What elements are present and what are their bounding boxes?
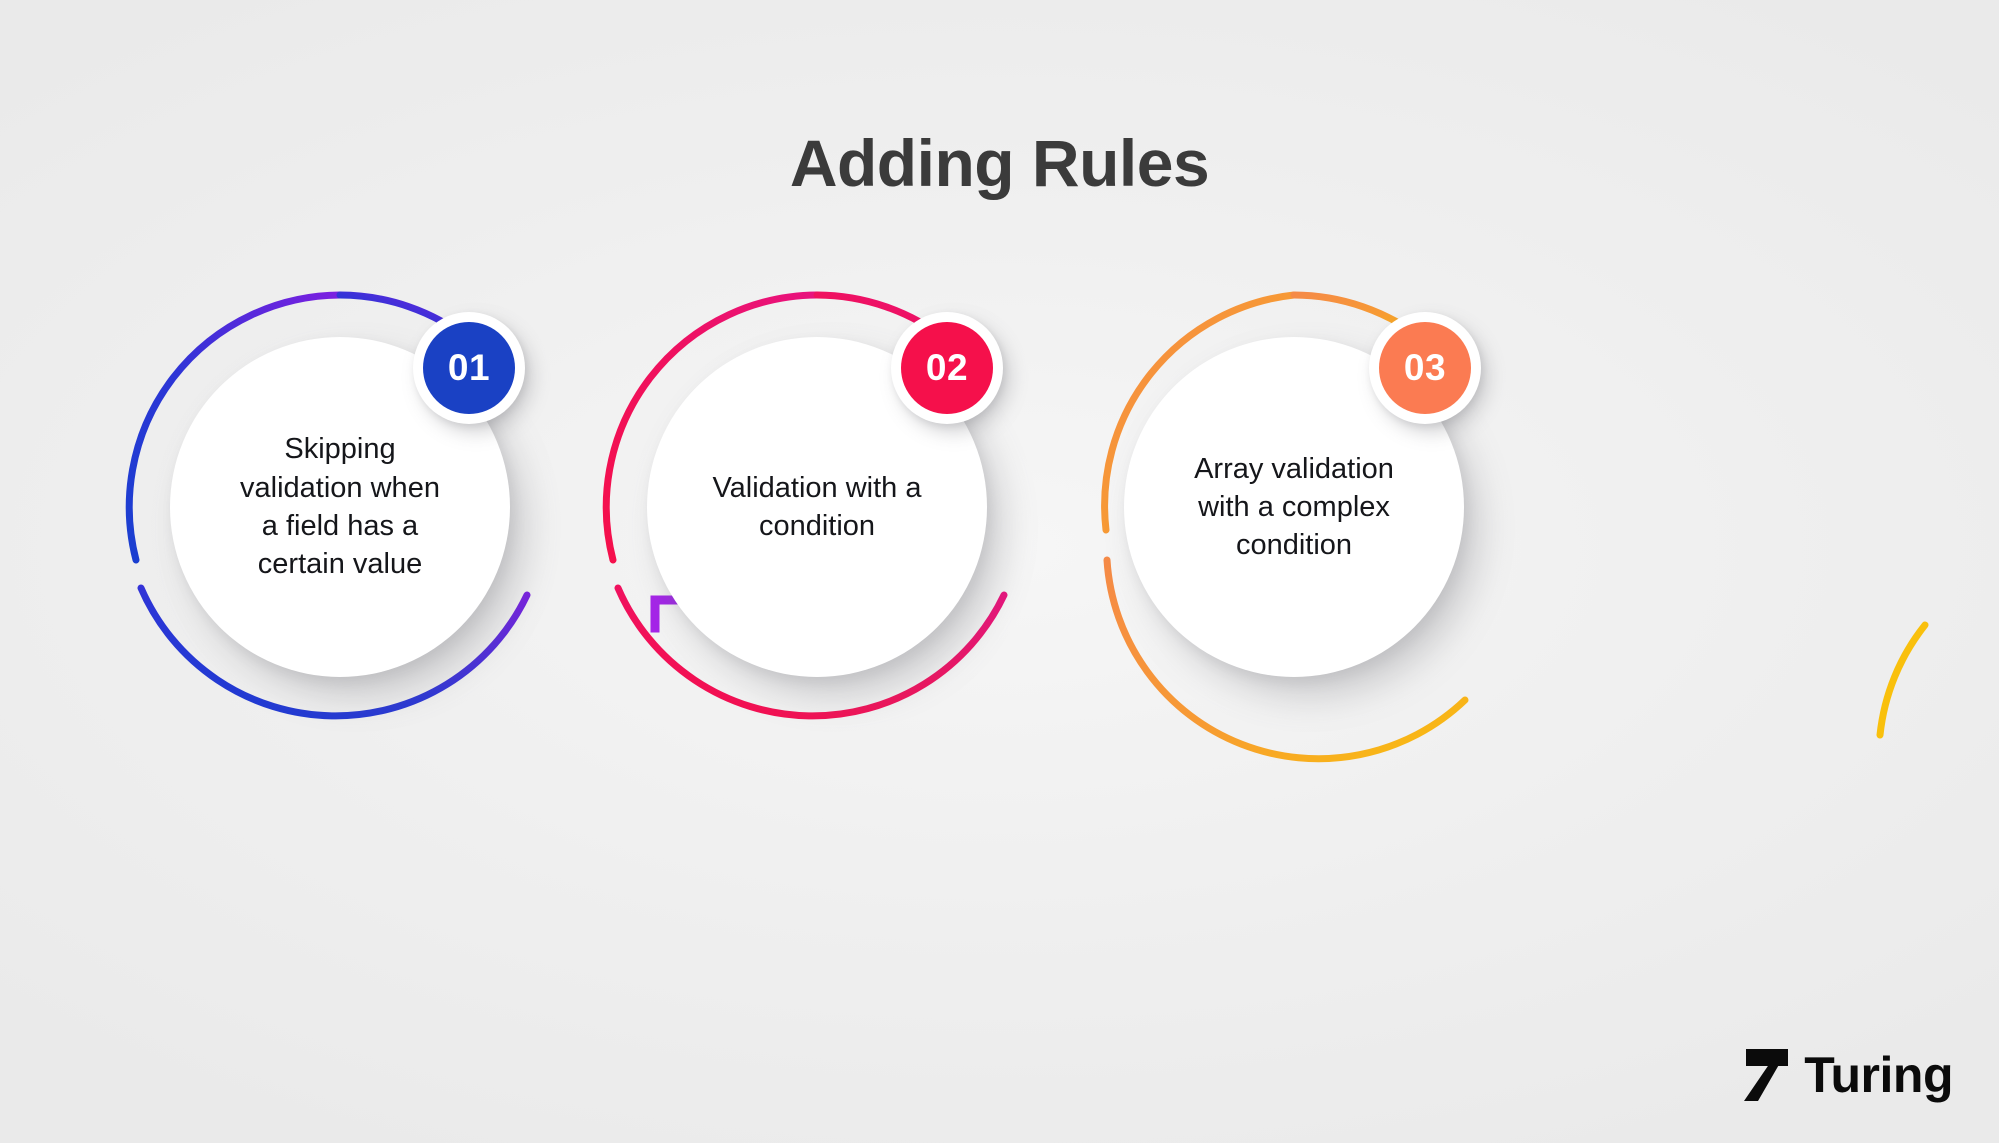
step-3-number-badge[interactable]: 03 [1369, 312, 1481, 424]
step-3-number: 03 [1403, 347, 1447, 388]
step-2-text: Validation with a condition [712, 471, 922, 542]
step-2-badge-fill: 02 [901, 322, 993, 414]
seven-mark-icon [1744, 1049, 1789, 1101]
step-3-text: Array validation with a complex conditio… [1194, 452, 1394, 562]
step-2-number: 02 [925, 347, 969, 388]
page-title: Adding Rules [789, 126, 1210, 200]
step-1-number-badge[interactable]: 01 [413, 312, 525, 424]
turing-logo: Turing [1744, 1047, 1953, 1103]
step-3-badge-fill: 03 [1379, 322, 1471, 414]
step-1-number: 01 [447, 347, 491, 388]
step-1-badge-fill: 01 [423, 322, 515, 414]
step-2-number-badge[interactable]: 02 [891, 312, 1003, 424]
turing-wordmark: Turing [1804, 1047, 1953, 1103]
step-1-text: Skipping validation when a field has a c… [240, 433, 440, 581]
